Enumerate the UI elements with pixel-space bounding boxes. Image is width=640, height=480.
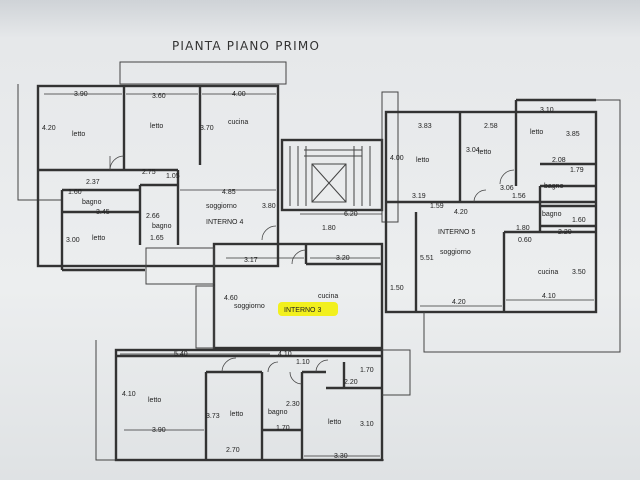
room-label: letto [416,157,429,164]
room-label: letto [230,411,243,418]
dimension-label: 4.00 [232,91,246,98]
room-label: letto [148,397,161,404]
dimension-label: 3.85 [566,131,580,138]
dimension-label: 6.20 [344,211,358,218]
dimension-label: 5.51 [420,255,434,262]
room-label: bagno [542,211,562,218]
dimension-label: 3.30 [334,453,348,460]
dimension-label: 4.10 [542,293,556,300]
dimension-label: 3.80 [262,203,276,210]
dimension-label: 3.90 [74,91,88,98]
dimension-label: 1.70 [276,425,290,432]
dimension-label: 2.20 [344,379,358,386]
dimension-label: 3.50 [572,269,586,276]
room-label: cucina [318,293,338,300]
dimension-label: 4.10 [122,391,136,398]
dimension-label: 3.04 [466,147,480,154]
dimension-label: 2.66 [146,213,160,220]
dimension-label: 1.56 [512,193,526,200]
staircase [280,138,384,212]
dimension-label: 4.20 [454,209,468,216]
dimension-label: 3.90 [152,427,166,434]
room-label: cucina [228,119,248,126]
dimension-label: 2.75 [142,169,156,176]
dimension-label: 1.60 [68,189,82,196]
dimension-label: 2.20 [558,229,572,236]
dimension-label: 4.60 [224,295,238,302]
unit-interno-4 [17,61,287,272]
dimension-label: 1.79 [570,167,584,174]
dimension-label: 4.20 [42,125,56,132]
dimension-label: 3.17 [244,257,258,264]
dimension-label: 0.60 [518,237,532,244]
dimension-label: 1.10 [296,359,310,366]
dimension-label: 1.59 [430,203,444,210]
highlight-marker [278,302,338,316]
dimension-label: 4.85 [222,189,236,196]
plan-title: PIANTA PIANO PRIMO [172,39,320,53]
room-label: cucina [538,269,558,276]
room-label: INTERNO 4 [206,219,243,226]
room-label: INTERNO 5 [438,229,475,236]
dimension-label: 2.08 [552,157,566,164]
dimension-label: 3.73 [206,413,220,420]
room-label: letto [92,235,105,242]
dimension-label: 2.70 [226,447,240,454]
dimension-label: 3.45 [96,209,110,216]
dimension-label: 3.20 [336,255,350,262]
room-label: bagno [82,199,102,206]
dimension-lines [44,93,594,457]
room-label: soggiorno [440,249,471,256]
dimension-label: 3.60 [152,93,166,100]
room-label: soggiorno [234,303,265,310]
room-label: letto [150,123,163,130]
dimension-label: 2.58 [484,123,498,130]
dimension-label: 1.05 [166,173,180,180]
room-label: bagno [152,223,172,230]
dimension-label: 1.80 [516,225,530,232]
dimension-label: 2.30 [286,401,300,408]
dimension-label: 1.70 [360,367,374,374]
room-label: bagno [268,409,288,416]
dimension-label: 3.10 [540,107,554,114]
dimension-label: 4.20 [452,299,466,306]
dimension-label: 1.60 [572,217,586,224]
room-label: letto [328,419,341,426]
dimension-label: 3.83 [418,123,432,130]
room-labels: letto letto cucina bagno letto soggiorno… [72,119,564,426]
dimension-label: 3.00 [66,237,80,244]
dimension-labels: 3.90 3.60 4.00 4.20 3.70 2.37 2.75 1.60 … [42,91,586,460]
dimension-label: 3.70 [200,125,214,132]
dimension-label: 1.50 [390,285,404,292]
unit-interno-5 [381,91,621,353]
dimension-label: 3.06 [500,185,514,192]
highlight-label: INTERNO 3 [284,307,321,314]
dimension-label: 1.80 [322,225,336,232]
room-label: letto [478,149,491,156]
room-label: bagno [544,183,564,190]
dimension-label: 2.37 [86,179,100,186]
dimension-label: 4.10 [278,351,292,358]
room-label: letto [530,129,543,136]
dimension-label: 3.19 [412,193,426,200]
dimension-label: 5.40 [174,351,188,358]
dimension-label: 3.10 [360,421,374,428]
dimension-label: 4.00 [390,155,404,162]
dimension-label: 1.65 [150,235,164,242]
room-label: soggiorno [206,203,237,210]
room-label: letto [72,131,85,138]
unit-bottom [95,340,411,462]
unit-interno-3 [145,242,384,350]
